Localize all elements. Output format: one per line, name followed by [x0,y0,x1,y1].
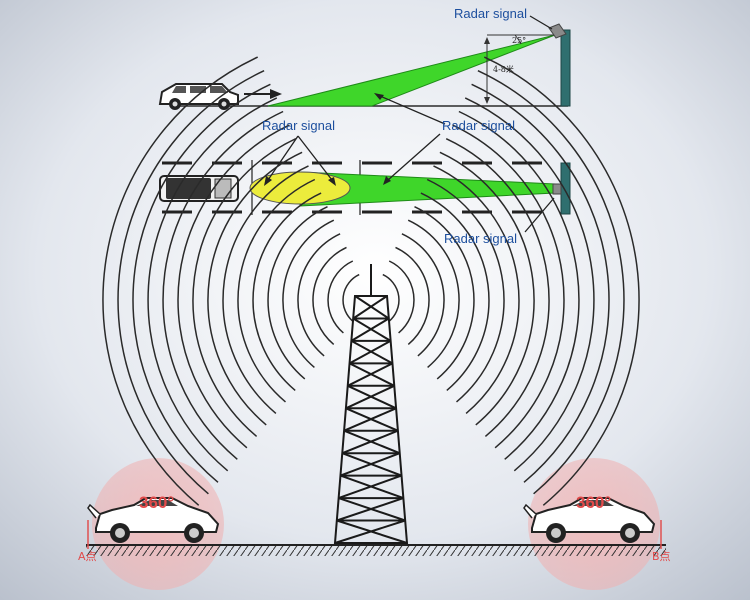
radar-wave-arc [117,70,265,495]
tower-brace [345,384,395,410]
sensor-pole [560,29,571,107]
radar-wave-arc [445,138,550,437]
tower-brace [352,295,388,320]
tower-icon [333,264,409,544]
left-zone-label: 360° [139,493,174,512]
tower-brace [347,362,393,387]
right-zone-label: 360° [576,493,611,512]
sports-car-right-icon [523,497,656,543]
point-b-label: B点 [652,550,671,563]
radar-wave-arc [162,110,284,460]
radar-wave-arc [433,165,520,414]
radar-signal-label-left: Radar signal [262,118,335,133]
leader-line [524,197,555,233]
angle-label: 25° [512,36,526,45]
radar-wave-arc [282,219,335,368]
tower-brace [349,340,392,365]
radar-wave-arc [312,246,347,345]
radar-wave-arc [388,260,415,334]
radar-waves [102,56,640,506]
radar-wave-arc [252,192,322,391]
leader-line [379,95,446,125]
radar-wave-arc [222,165,309,414]
tower-brace [341,429,399,455]
height-label: 4-8米 [493,64,514,74]
radar-wave-arc [382,273,400,322]
leader-line [267,135,299,181]
tower-brace [340,452,401,477]
ground-hatch [86,545,666,556]
radar-wave-arc [401,233,445,357]
direction-arrow-icon [244,89,282,99]
radar-signal-label-right: Radar signal [442,118,515,133]
tower-brace [350,317,390,342]
radar-wave-arc [192,138,297,437]
radar-wave-arc [327,260,354,334]
radar-wave-arc [420,192,490,391]
radar-wave-arc [395,246,430,345]
radar-wave-arc [297,233,341,357]
tower-brace [343,407,397,432]
radar-wave-arc [414,206,475,380]
leader-line [297,135,333,181]
point-a-label: A点 [78,550,97,563]
sensor-pole-plan [560,162,571,215]
angle-arc [514,34,522,45]
side-view: 25° 4-8米 [158,15,571,125]
sports-car-left-icon [87,497,220,543]
radar-wave-arc [237,178,316,403]
tower-view: 360° 360° A点 B点 [78,56,671,590]
radar-wave-arc [458,110,580,460]
radar-signal-label-bottom: Radar signal [444,231,517,246]
radar-wave-arc [439,151,535,426]
radar-wave-arc [207,151,303,426]
leader-line [529,15,553,30]
radar-sensor-plan-icon [552,183,562,195]
tower-brace [334,519,406,544]
radar-wave-arc [477,70,625,495]
leader-line [387,133,441,181]
radar-wave-arc [483,56,640,506]
radar-signal-label-top: Radar signal [454,6,527,21]
tower-brace [338,474,402,500]
radar-beam-side [267,34,556,107]
radar-wave-arc [464,97,595,472]
tower-brace [336,497,404,522]
radar-wave-arc [267,206,328,380]
radar-wave-arc [471,83,610,483]
radar-wave-arc [342,273,360,322]
radar-wave-arc [102,56,259,506]
radar-wave-arc [452,124,565,449]
radar-wave-arc [132,83,271,483]
radar-sensor-icon [548,23,567,39]
radar-wave-arc [407,219,460,368]
radar-wave-arc [426,178,505,403]
radar-wave-arc [147,97,278,472]
radar-wave-arc [177,124,290,449]
